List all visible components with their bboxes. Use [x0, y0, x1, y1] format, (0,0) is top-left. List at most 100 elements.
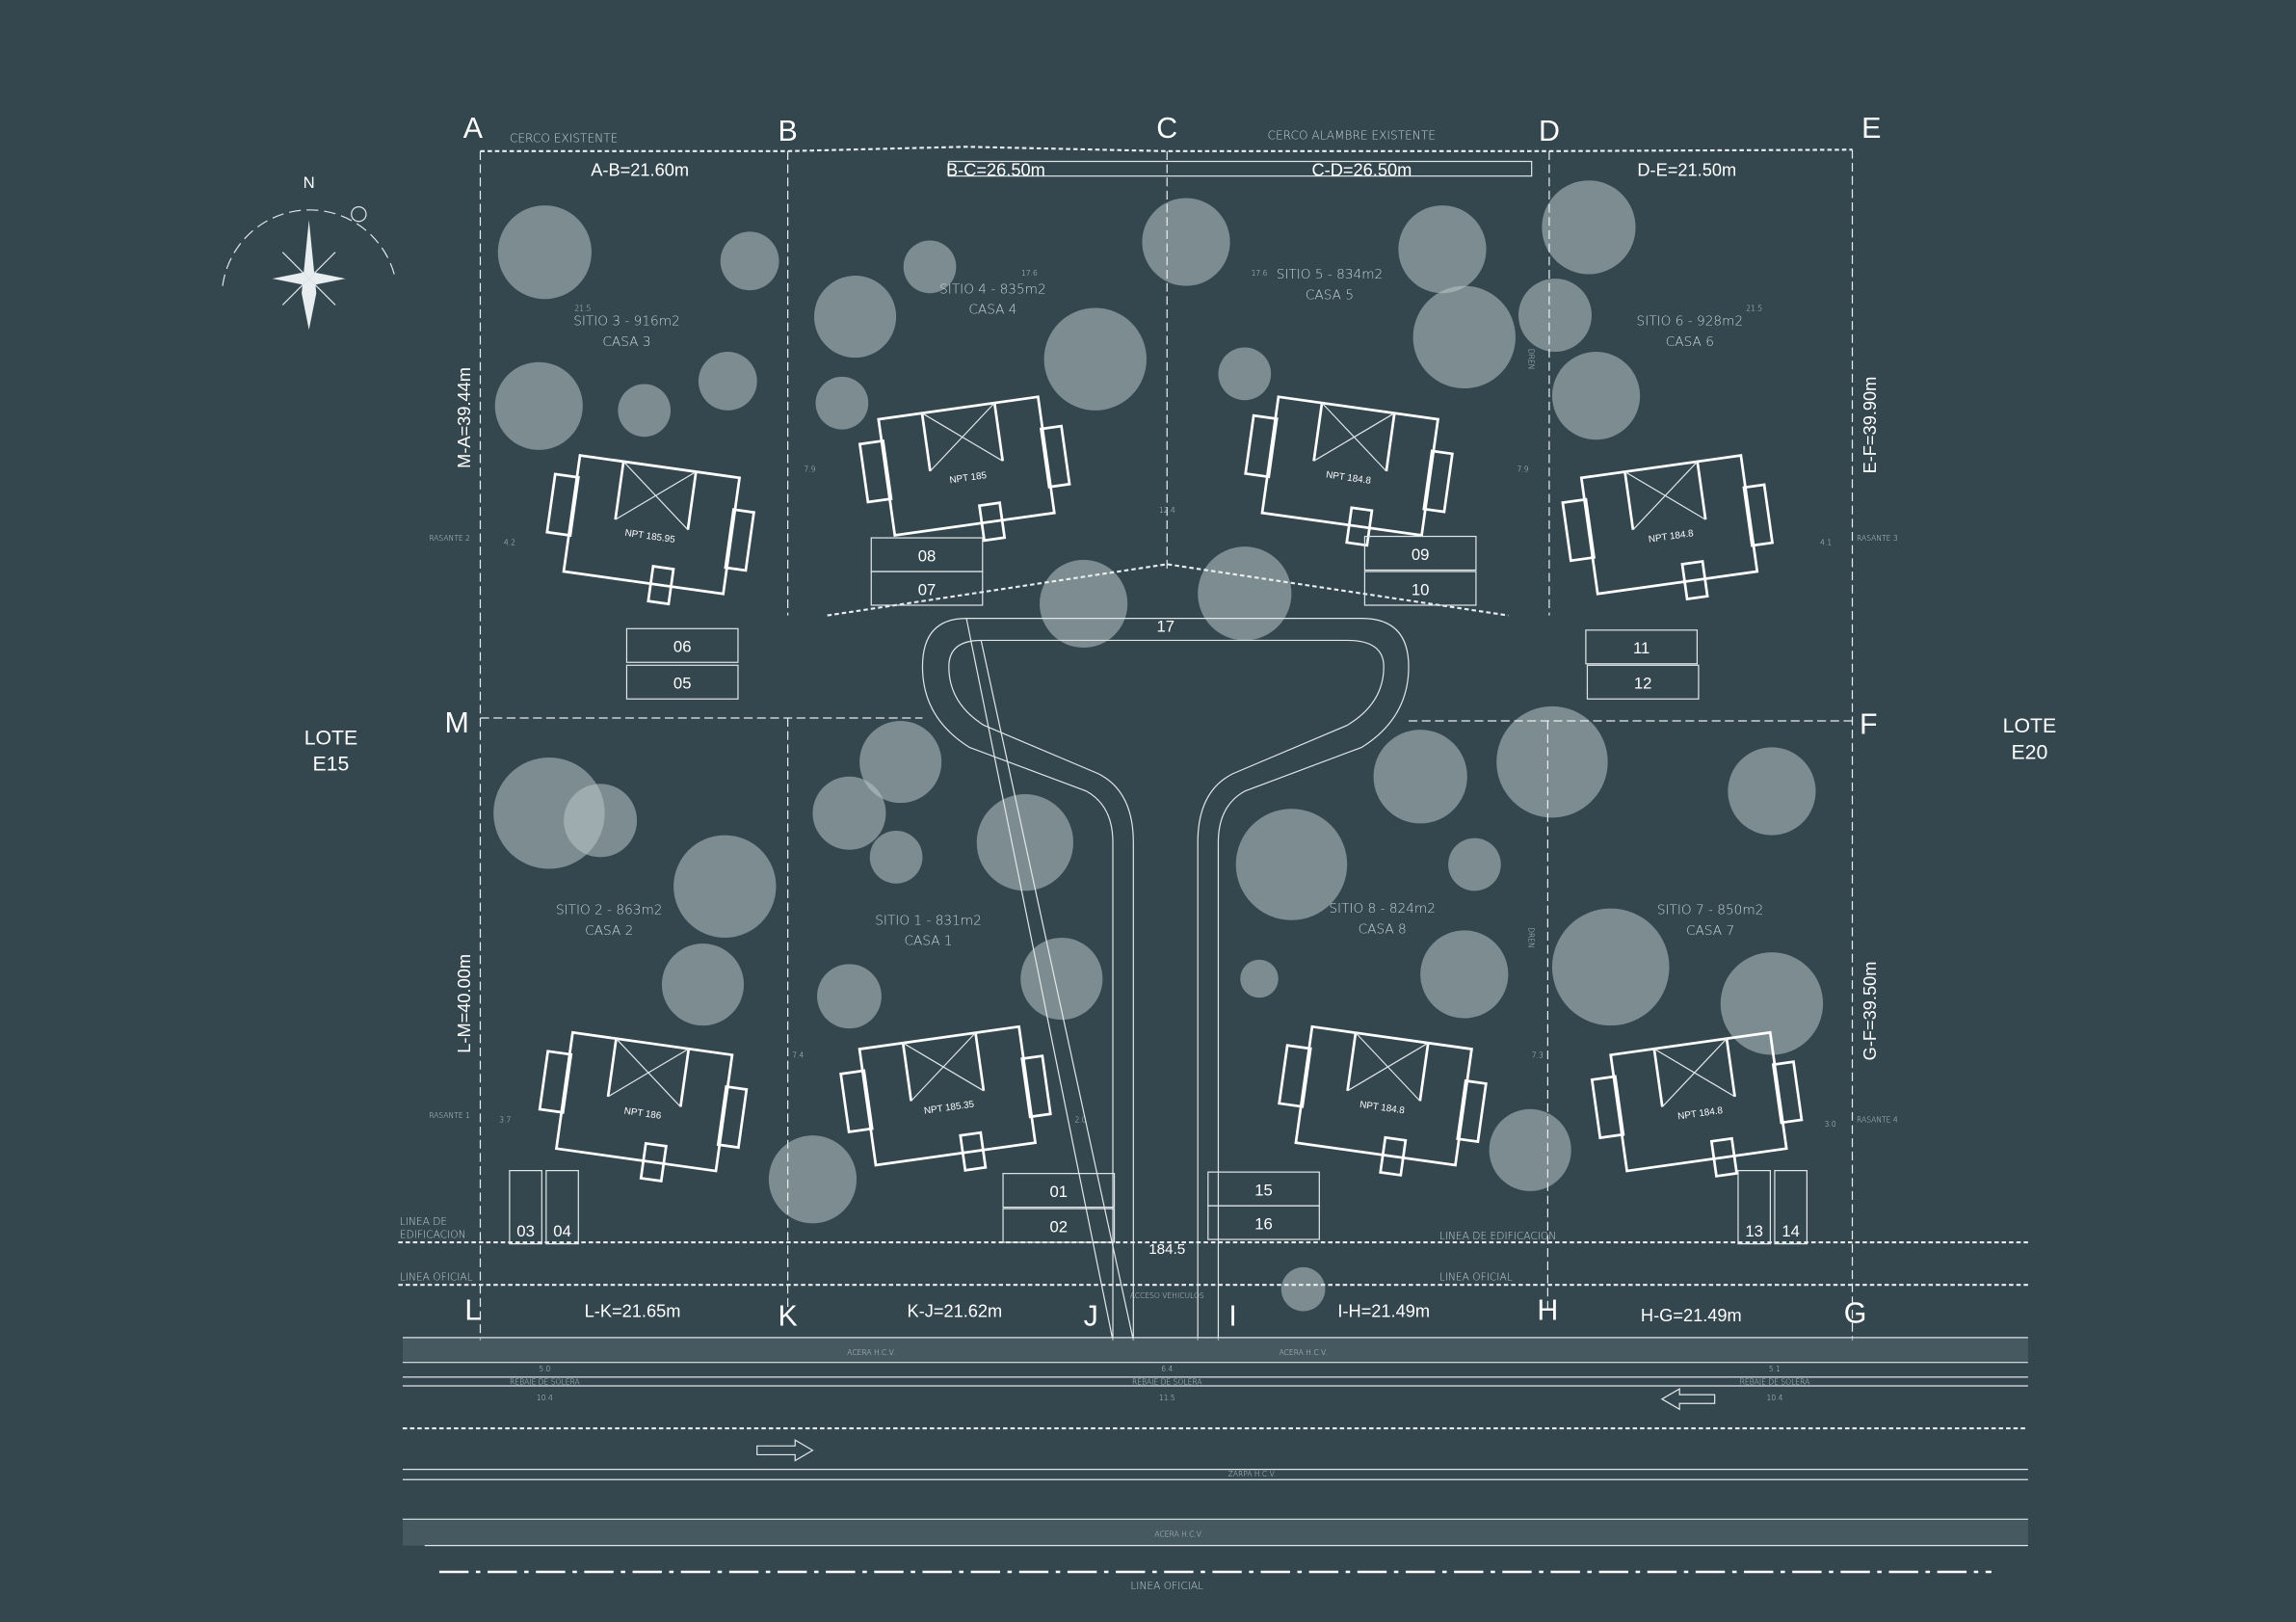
parking-number: 13: [1745, 1222, 1763, 1240]
site-label: SITIO 1 - 831m2: [875, 913, 982, 928]
grid-point-f: F: [1860, 708, 1878, 741]
grid-point-d: D: [1539, 115, 1560, 147]
dimension-small: 12.4: [1159, 506, 1175, 515]
dimension-small: 3.0: [1825, 1120, 1836, 1129]
dimension-lm: L-M=40.00m: [454, 954, 474, 1053]
grid-point-c: C: [1156, 112, 1177, 145]
tree-icon: [1240, 959, 1279, 998]
dimension-small: 4.1: [1820, 539, 1832, 547]
tree-icon: [813, 276, 897, 359]
dimension-small: 6.4: [1161, 1365, 1173, 1373]
dimension-lk: L-K=21.65m: [585, 1301, 681, 1321]
dimension-small: 10.4: [537, 1394, 553, 1402]
tree-icon: [815, 376, 869, 430]
dren-label: DREN: [1527, 927, 1536, 948]
linea-oficial-label: LINEA OFICIAL: [1439, 1271, 1513, 1284]
north-label: N: [303, 173, 315, 192]
sidewalk-bottom: [402, 1519, 2028, 1546]
parking-number: 03: [516, 1222, 535, 1240]
tree-icon: [497, 205, 592, 300]
tree-icon: [1020, 937, 1103, 1021]
dimension-small: 10.4: [1767, 1394, 1783, 1402]
tree-icon: [812, 776, 886, 850]
linea-oficial-label: LINEA OFICIAL: [400, 1271, 473, 1284]
parking-number: 17: [1156, 617, 1174, 635]
parking-number: 10: [1412, 580, 1430, 598]
tree-icon: [494, 361, 583, 450]
site-label: SITIO 5 - 834m2: [1277, 267, 1384, 282]
acceso-vehiculos-label: ACCESO VEHICULOS: [1130, 1291, 1204, 1300]
rasante-label: RASANTE 1: [429, 1111, 470, 1120]
linea-edificacion-label: EDIFICACION: [400, 1229, 466, 1241]
dimension-ab: A-B=21.60m: [591, 160, 689, 180]
parking-number: 14: [1781, 1222, 1800, 1240]
parking-space: [1585, 629, 1699, 665]
lote-right-id: E20: [2011, 741, 2047, 764]
casa-label: CASA 8: [1359, 921, 1407, 937]
dimension-ih: I-H=21.49m: [1337, 1301, 1430, 1321]
site-label: SITIO 6 - 928m2: [1637, 314, 1744, 330]
parking-number: 05: [673, 675, 692, 693]
bc-cd-strip: [948, 160, 1533, 177]
dimension-small: 21.5: [1746, 304, 1762, 312]
tree-icon: [661, 944, 745, 1026]
tree-icon: [1040, 559, 1128, 649]
rebaje-label: REBAJE DE SOLERA: [510, 1377, 580, 1386]
grid-point-e: E: [1861, 112, 1881, 145]
parking-space: [625, 664, 739, 700]
parking-space: [1737, 1169, 1772, 1245]
dimension-small: 17.6: [1021, 269, 1038, 278]
casa-label: CASA 5: [1306, 287, 1354, 303]
parking-space: [1363, 571, 1477, 606]
site-label: SITIO 3 - 916m2: [573, 314, 680, 330]
tree-icon: [1142, 198, 1230, 286]
dimension-ma: M-A=39.44m: [454, 367, 474, 468]
linea-oficial-label: LINEA OFICIAL: [1130, 1580, 1203, 1592]
grid-point-i: I: [1228, 1300, 1236, 1333]
dimension-kj: K-J=21.62m: [908, 1301, 1003, 1321]
tree-icon: [1280, 1266, 1326, 1312]
access-road-inner: [948, 639, 1385, 1342]
grid-point-m: M: [445, 706, 469, 739]
tree-icon: [1198, 546, 1292, 641]
site-label: SITIO 4 - 835m2: [939, 281, 1046, 297]
tree-icon: [1398, 205, 1487, 294]
casa-label: CASA 1: [904, 934, 952, 949]
dimension-small: 11.5: [1159, 1394, 1175, 1402]
parking-number: 12: [1634, 675, 1652, 693]
tree-icon: [869, 831, 923, 884]
parking-space: [870, 571, 984, 606]
tree-icon: [1235, 809, 1348, 920]
site-label: SITIO 2 - 863m2: [556, 903, 663, 918]
parking-number: 15: [1254, 1181, 1273, 1199]
dimension-ef: E-F=39.90m: [1860, 377, 1880, 474]
lote-right-label: LOTE: [2003, 714, 2057, 737]
acera-label: ACERA H.C.V.: [1154, 1530, 1202, 1539]
tree-icon: [1518, 279, 1592, 353]
parking-number: 02: [1049, 1217, 1068, 1236]
dimension-small: 7.4: [792, 1051, 804, 1060]
tree-icon: [1496, 705, 1608, 818]
casa-label: CASA 2: [585, 923, 633, 939]
tree-icon: [1218, 347, 1272, 401]
grid-point-a: A: [463, 112, 484, 145]
dimension-bc: B-C=26.50m: [946, 160, 1045, 180]
grid-point-g: G: [1844, 1297, 1867, 1330]
tree-icon: [1542, 180, 1636, 275]
parking-number: 16: [1254, 1214, 1273, 1233]
lote-left-id: E15: [313, 753, 350, 776]
dimension-small: 3.7: [499, 1115, 511, 1124]
access-road-outer: [921, 618, 1410, 1342]
site-label: SITIO 8 - 824m2: [1329, 901, 1436, 917]
house-casa-2: NPT 186: [538, 1030, 749, 1183]
parking-space: [1363, 535, 1477, 572]
site-label: SITIO 7 - 850m2: [1657, 903, 1764, 918]
rasante-label: RASANTE 4: [1857, 1115, 1898, 1124]
tree-icon: [1412, 285, 1516, 389]
tree-icon: [1448, 838, 1501, 891]
rasante-label: RASANTE 2: [429, 534, 470, 543]
tree-icon: [1551, 352, 1641, 440]
tree-icon: [859, 721, 942, 804]
